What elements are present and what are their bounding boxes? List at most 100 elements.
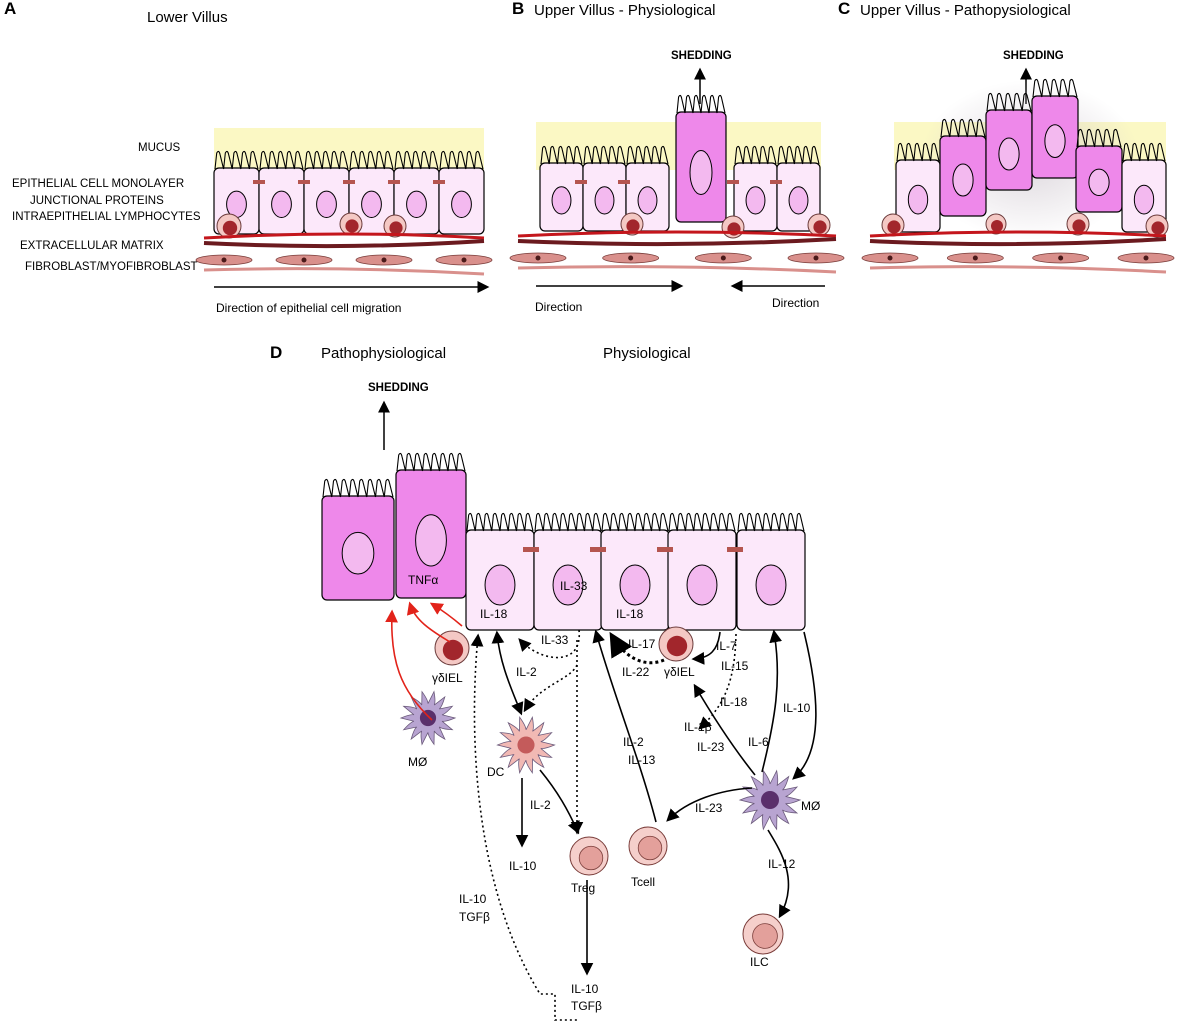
label-il10-dc: IL-10: [509, 859, 537, 873]
shedding-cell: [985, 92, 1033, 191]
fibroblast-nucleus: [1143, 255, 1149, 261]
shedding-label-d: SHEDDING: [368, 382, 429, 394]
ecm-fiber: [517, 265, 837, 274]
microvilli: [439, 150, 484, 170]
nucleus: [686, 564, 718, 606]
nucleus: [952, 163, 974, 197]
immune-cells-d: [399, 626, 802, 955]
epithelial-cell: [776, 145, 821, 232]
intraepithelial-lymphocyte: [807, 213, 831, 237]
label-il33-nucleus: IL-33: [560, 579, 588, 593]
nucleus: [415, 514, 447, 567]
tcell: [628, 826, 668, 866]
microvilli: [626, 145, 669, 165]
label-il2-a: IL-2: [516, 665, 537, 679]
panel-a: A Lower Villus MUCUS EPITHELIAL CELL MON…: [4, 0, 493, 315]
microvilli: [986, 92, 1032, 112]
epithelial-monolayer-b: [539, 94, 831, 239]
nucleus: [552, 564, 584, 606]
ecm-dark-fiber: [203, 239, 485, 249]
nucleus: [998, 137, 1020, 171]
junctional-protein: [343, 180, 355, 184]
microvilli: [394, 150, 439, 170]
microvilli: [1122, 142, 1166, 162]
label-il1b: IL-1β: [684, 720, 712, 734]
nucleus: [755, 564, 787, 606]
nucleus: [451, 190, 472, 219]
epithelial-cell: [438, 150, 485, 235]
microvilli: [259, 150, 304, 170]
label-gdiel-right: γδIEL: [664, 665, 695, 679]
label-il10-mo: IL-10: [783, 701, 811, 715]
microvilli: [466, 512, 534, 532]
migration-label: Direction of epithelial cell migration: [216, 301, 401, 315]
junctional-protein: [618, 180, 630, 184]
panel-d-title-left: Pathophysiological: [321, 345, 446, 362]
junctional-protein: [253, 180, 265, 184]
ecm-dark-fiber: [869, 237, 1167, 247]
label-ecm: EXTRACELLULAR MATRIX: [20, 240, 164, 252]
iel-nucleus: [813, 220, 827, 234]
nucleus: [907, 184, 929, 215]
microvilli: [601, 512, 669, 532]
shedding-label-c: SHEDDING: [1003, 50, 1064, 62]
panel-b-title: Upper Villus - Physiological: [534, 2, 715, 19]
intraepithelial-lymphocyte: [721, 215, 745, 239]
microvilli: [304, 150, 349, 170]
intraepithelial-lymphocyte: [383, 214, 407, 238]
fibroblast-nucleus: [301, 257, 307, 263]
shedding-cell: [395, 452, 467, 599]
intraepithelial-lymphocyte: [339, 212, 363, 236]
epithelial-cell: [1121, 142, 1167, 233]
intraepithelial-lymphocyte: [881, 213, 905, 237]
shedding-label-b: SHEDDING: [671, 50, 732, 62]
fibroblast-nucleus: [381, 257, 387, 263]
microvilli: [540, 145, 583, 165]
iel-nucleus: [666, 635, 688, 657]
microvilli: [534, 512, 602, 532]
nucleus: [406, 190, 427, 219]
ecm-fiber: [203, 267, 485, 276]
junctional-protein: [590, 547, 606, 552]
epithelial-cell: [465, 512, 535, 631]
nucleus: [361, 190, 382, 219]
macrophage-left: [399, 690, 457, 746]
epithelial-cell: [733, 145, 778, 232]
label-il10-side: IL-10: [459, 892, 487, 906]
label-il7: IL-7: [716, 639, 737, 653]
nucleus: [689, 150, 713, 195]
junctional-protein: [523, 547, 539, 552]
label-tgfb-side: TGFβ: [459, 910, 490, 924]
label-il18-left: IL-18: [480, 607, 508, 621]
treg-cell: [569, 836, 609, 876]
label-il2-c: IL-2: [623, 735, 644, 749]
label-il18-right: IL-18: [616, 607, 644, 621]
cell-nucleus: [517, 736, 535, 754]
ecm-fiber: [869, 265, 1167, 274]
fibroblast-nucleus: [972, 255, 978, 261]
label-il6: IL-6: [748, 735, 769, 749]
microvilli: [777, 145, 820, 165]
microvilli: [214, 150, 259, 170]
junctional-protein: [433, 180, 445, 184]
label-mo-left: MØ: [408, 755, 427, 769]
macrophage-right: [738, 769, 802, 831]
epithelial-cell: [303, 150, 350, 235]
panel-a-letter: A: [4, 0, 16, 18]
microvilli: [896, 142, 940, 162]
epithelial-cell: [895, 142, 941, 233]
label-il22: IL-22: [622, 665, 650, 679]
panel-d-title-right: Physiological: [603, 345, 691, 362]
label-mo-right: MØ: [801, 799, 820, 813]
label-junctional: JUNCTIONAL PROTEINS: [30, 195, 164, 207]
shedding-cell: [675, 94, 727, 223]
label-tgfb-bottom: TGFβ: [571, 999, 602, 1013]
fibroblast-nucleus: [1058, 255, 1064, 261]
panel-b-letter: B: [512, 0, 524, 18]
fibroblast-nucleus: [628, 255, 634, 261]
fibroblast-nucleus: [221, 257, 227, 263]
label-tnf: TNFα: [408, 573, 438, 587]
microvilli: [734, 145, 777, 165]
ecm-dark-fiber: [517, 237, 837, 247]
epithelial-monolayer-d: IL-33: [321, 452, 806, 631]
